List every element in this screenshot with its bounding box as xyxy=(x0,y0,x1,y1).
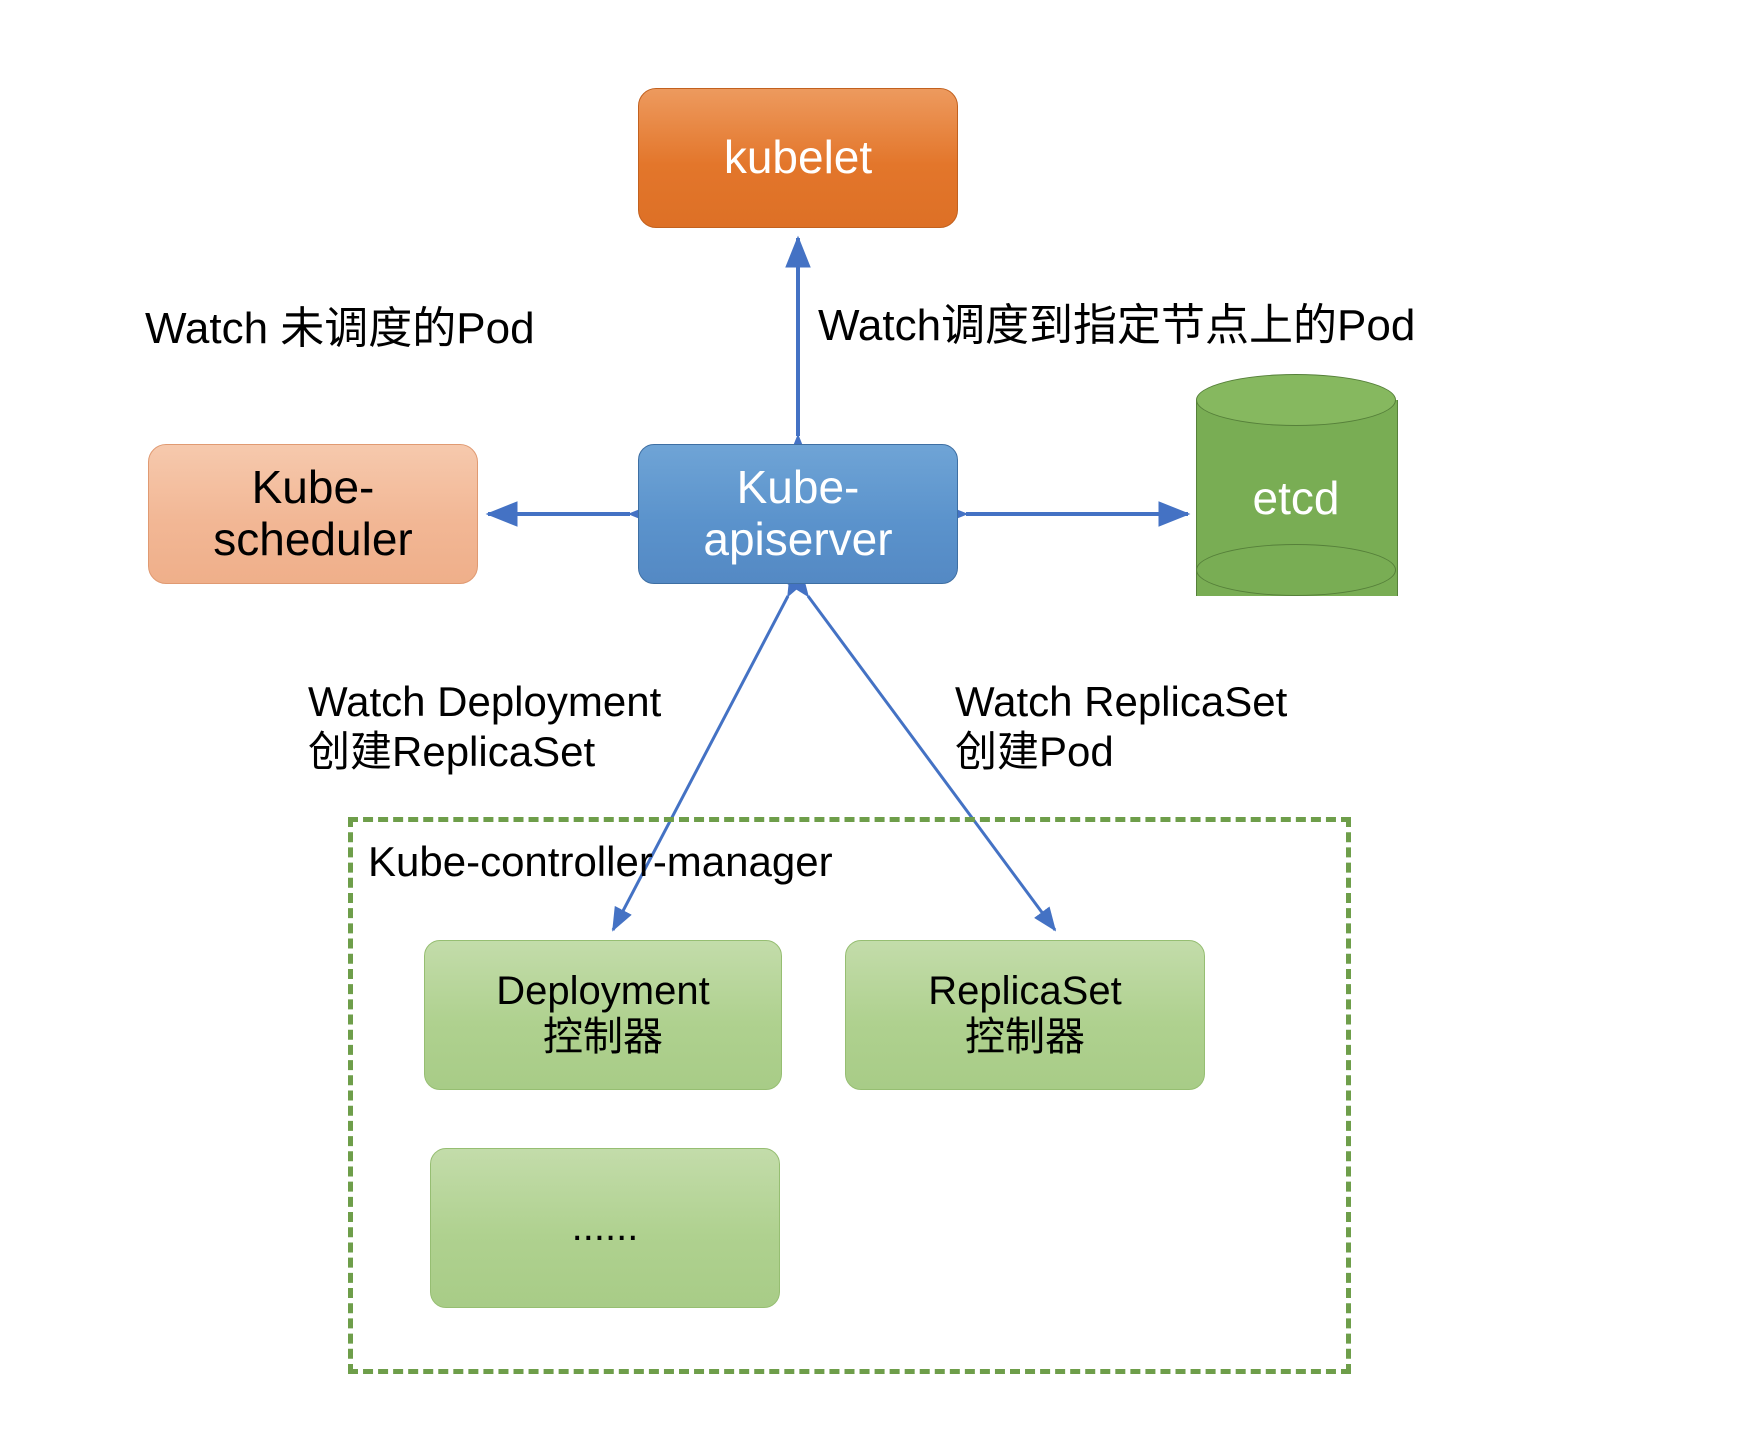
etcd-cylinder-top xyxy=(1196,374,1396,426)
node-kube-apiserver[interactable]: Kube- apiserver xyxy=(638,444,958,584)
etcd-label: etcd xyxy=(1252,472,1340,524)
label-watch-deployment: Watch Deployment 创建ReplicaSet xyxy=(308,678,662,775)
node-kube-scheduler[interactable]: Kube- scheduler xyxy=(148,444,478,584)
kube-controller-manager-title: Kube-controller-manager xyxy=(368,838,833,885)
node-more-controllers[interactable]: ...... xyxy=(430,1148,780,1308)
node-replicaset-controller[interactable]: ReplicaSet 控制器 xyxy=(845,940,1205,1090)
node-etcd[interactable]: etcd xyxy=(1196,374,1398,622)
label-watch-replicaset: Watch ReplicaSet 创建Pod xyxy=(955,678,1288,775)
node-deployment-controller[interactable]: Deployment 控制器 xyxy=(424,940,782,1090)
node-kubelet[interactable]: kubelet xyxy=(638,88,958,228)
kube-controller-manager-container xyxy=(348,817,1351,1374)
label-watch-unscheduled-pod: Watch 未调度的Pod xyxy=(145,304,535,353)
etcd-cylinder-bottom xyxy=(1196,544,1396,596)
label-watch-scheduled-pod: Watch调度到指定节点上的Pod xyxy=(818,301,1416,350)
